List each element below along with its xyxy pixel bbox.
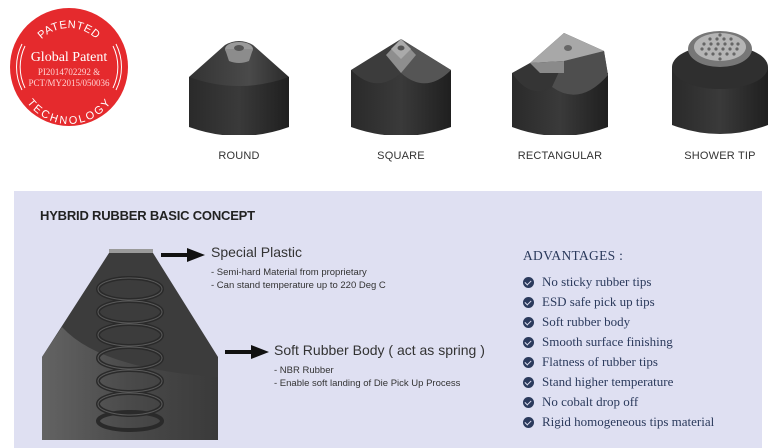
callout-detail: - NBR Rubber xyxy=(274,365,334,376)
advantage-text: Rigid homogeneous tips material xyxy=(542,414,715,429)
check-circle-icon xyxy=(523,276,534,288)
advantage-text: Stand higher temperature xyxy=(542,374,674,389)
advantage-item: Soft rubber body xyxy=(523,312,714,332)
advantage-item: No sticky rubber tips xyxy=(523,272,714,292)
callout-title: Soft Rubber Body ( act as spring ) xyxy=(274,342,485,358)
shower-tip-image xyxy=(660,15,768,135)
rubber-spring-cross-section-icon xyxy=(42,249,218,440)
patent-seal-icon: PATENTED TECHNOLOGY xyxy=(10,8,128,127)
callout-title: Special Plastic xyxy=(211,244,303,260)
patent-number-1: PI2014702292 & xyxy=(37,67,101,77)
advantage-text: Smooth surface finishing xyxy=(542,334,673,349)
concept-title: HYBRID RUBBER BASIC CONCEPT xyxy=(40,208,255,223)
patent-number-2: PCT/MY2015/050036 xyxy=(28,78,110,88)
advantages-list: No sticky rubber tips ESD safe pick up t… xyxy=(523,272,714,432)
advantage-item: Smooth surface finishing xyxy=(523,332,714,352)
callout-detail: - Enable soft landing of Die Pick Up Pro… xyxy=(274,378,461,389)
check-circle-icon xyxy=(523,316,534,328)
callout-detail: - Can stand temperature up to 220 Deg C xyxy=(211,280,386,291)
square-tip-image xyxy=(341,15,461,136)
check-circle-icon xyxy=(523,416,534,428)
square-tip-icon xyxy=(351,39,451,136)
callout-detail: - Semi-hard Material from proprietary xyxy=(211,267,367,278)
rectangular-tip-icon xyxy=(512,33,608,136)
product-label-shower-tip: SHOWER TIP xyxy=(684,150,756,162)
check-circle-icon xyxy=(523,296,534,308)
product-label-square: SQUARE xyxy=(377,150,425,162)
badge-patent-numbers: PI2014702292 & PCT/MY2015/050036 xyxy=(8,67,130,89)
callout-soft-rubber-body: Soft Rubber Body ( act as spring ) - NBR… xyxy=(274,342,485,390)
shower-tip-icon xyxy=(672,31,768,134)
advantage-text: ESD safe pick up tips xyxy=(542,294,655,309)
advantages-title: ADVANTAGES : xyxy=(523,248,624,263)
check-circle-icon xyxy=(523,336,534,348)
advantage-text: Flatness of rubber tips xyxy=(542,354,658,369)
check-circle-icon xyxy=(523,396,534,408)
check-circle-icon xyxy=(523,356,534,368)
patent-badge: PATENTED TECHNOLOGY Global Patent PI2014… xyxy=(8,6,130,128)
advantage-item: ESD safe pick up tips xyxy=(523,292,714,312)
callout-special-plastic: Special Plastic - Semi-hard Material fro… xyxy=(211,244,386,292)
advantage-text: No cobalt drop off xyxy=(542,394,639,409)
round-tip-image xyxy=(179,15,299,136)
advantage-text: Soft rubber body xyxy=(542,314,631,329)
round-tip-icon xyxy=(189,41,289,136)
rectangular-tip-image xyxy=(500,15,620,136)
advantage-item: Rigid homogeneous tips material xyxy=(523,412,714,432)
callout-details: - NBR Rubber - Enable soft landing of Di… xyxy=(274,364,485,390)
product-label-round: ROUND xyxy=(218,150,260,162)
callout-details: - Semi-hard Material from proprietary - … xyxy=(211,266,386,292)
advantage-item: No cobalt drop off xyxy=(523,392,714,412)
product-label-rectangular: RECTANGULAR xyxy=(517,150,603,162)
check-circle-icon xyxy=(523,376,534,388)
arrow-right-icon xyxy=(225,345,269,359)
cross-section-diagram xyxy=(40,249,230,441)
advantage-item: Stand higher temperature xyxy=(523,372,714,392)
advantage-text: No sticky rubber tips xyxy=(542,274,652,289)
badge-main-text: Global Patent xyxy=(30,50,108,65)
advantage-item: Flatness of rubber tips xyxy=(523,352,714,372)
arrow-right-icon xyxy=(161,248,205,262)
